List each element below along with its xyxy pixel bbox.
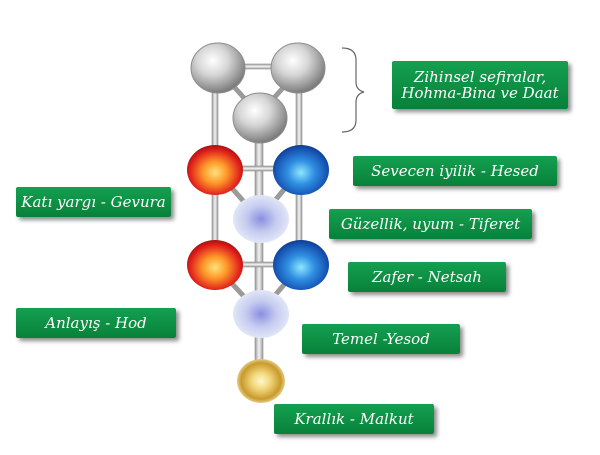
label-malkut: Krallık - Malkut (274, 404, 434, 434)
label-mental-line-1: Zihinsel sefiralar, (413, 68, 547, 86)
label-yesod-text: Temel -Yesod (332, 330, 430, 348)
sphere-tiferet (233, 195, 289, 243)
label-netsah-text: Zafer - Netsah (372, 268, 482, 286)
sphere-daat (232, 92, 288, 144)
label-mental-line-2: Hohma-Bina ve Daat (401, 84, 559, 102)
sphere-hesed (273, 145, 329, 195)
sphere-gevura (187, 145, 243, 195)
label-gevura-text: Katı yargı - Gevura (21, 193, 166, 211)
sphere-hohma (190, 42, 246, 94)
sphere-hod (187, 240, 243, 290)
sphere-malkut (237, 359, 285, 403)
label-tiferet: Güzellik, uyum - Tiferet (329, 209, 532, 239)
sphere-netsah (273, 240, 329, 290)
label-hod: Anlayış - Hod (16, 308, 176, 338)
label-gevura: Katı yargı - Gevura (16, 187, 171, 217)
sphere-bina (270, 42, 326, 94)
label-tiferet-text: Güzellik, uyum - Tiferet (340, 215, 521, 233)
bracket-icon (341, 47, 365, 133)
spheres (187, 42, 329, 403)
label-yesod: Temel -Yesod (302, 324, 460, 354)
sphere-yesod (233, 290, 289, 338)
label-mental-sefirot: Zihinsel sefiralar, Hohma-Bina ve Daat (392, 61, 568, 109)
label-hesed-text: Sevecen iyilik - Hesed (371, 162, 539, 180)
label-malkut-text: Krallık - Malkut (294, 410, 414, 428)
label-hesed: Sevecen iyilik - Hesed (353, 156, 557, 186)
label-hod-text: Anlayış - Hod (45, 314, 147, 332)
label-netsah: Zafer - Netsah (348, 262, 506, 292)
middle-pillar (254, 117, 264, 379)
